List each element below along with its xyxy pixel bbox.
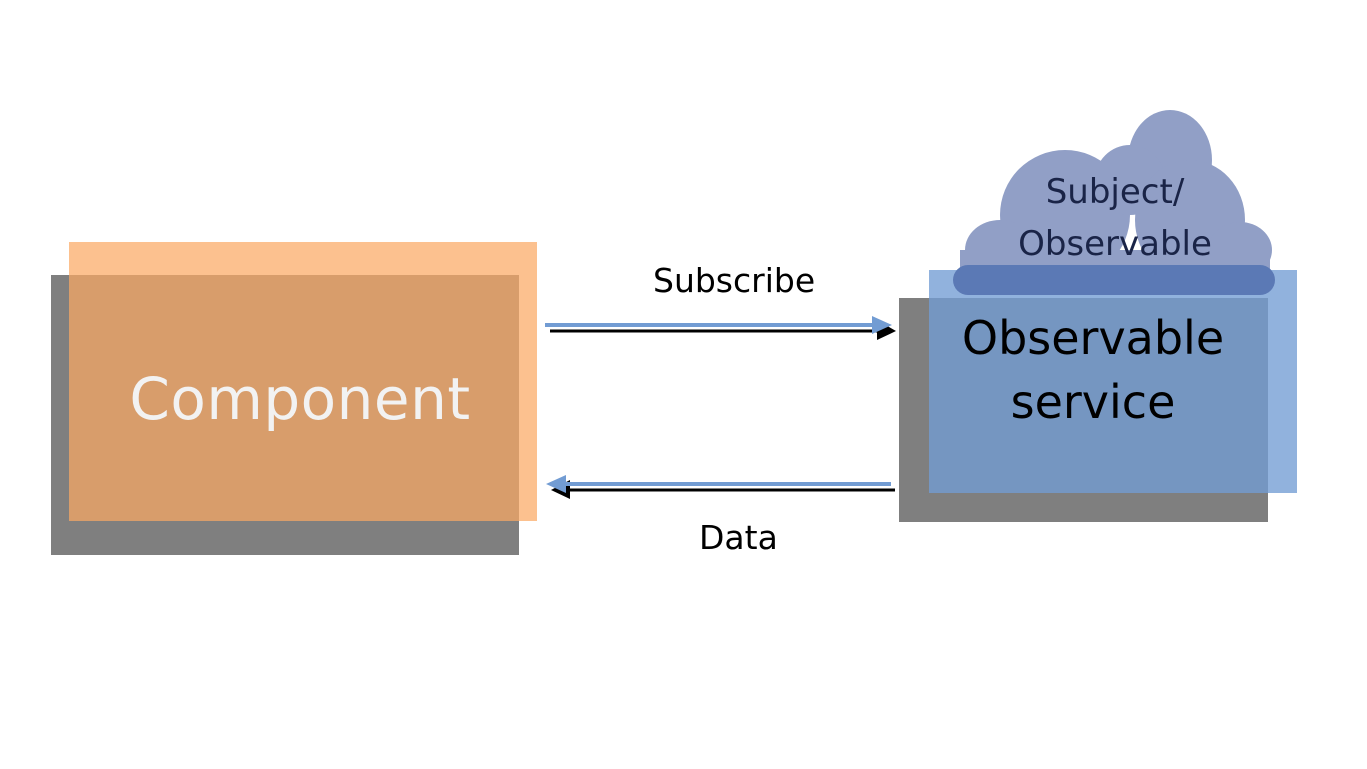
subject-observable-cloud (953, 110, 1275, 295)
data-arrow (546, 475, 895, 499)
cloud-label: Subject/ Observable (990, 166, 1240, 270)
service-label: Observable service (929, 306, 1297, 434)
subscribe-arrow (545, 316, 896, 340)
service-label-line1: Observable (961, 311, 1225, 365)
subscribe-label: Subscribe (653, 261, 816, 300)
component-label: Component (129, 364, 471, 433)
data-label: Data (699, 518, 778, 557)
component-box (69, 242, 537, 521)
component-label-container: Component (69, 242, 537, 521)
observable-service-box (929, 270, 1297, 493)
cloud-label-line2: Observable (1018, 224, 1212, 264)
cloud-label-line1: Subject/ (1045, 172, 1185, 212)
service-label-line2: service (1010, 375, 1176, 429)
cloud-base (953, 265, 1275, 295)
